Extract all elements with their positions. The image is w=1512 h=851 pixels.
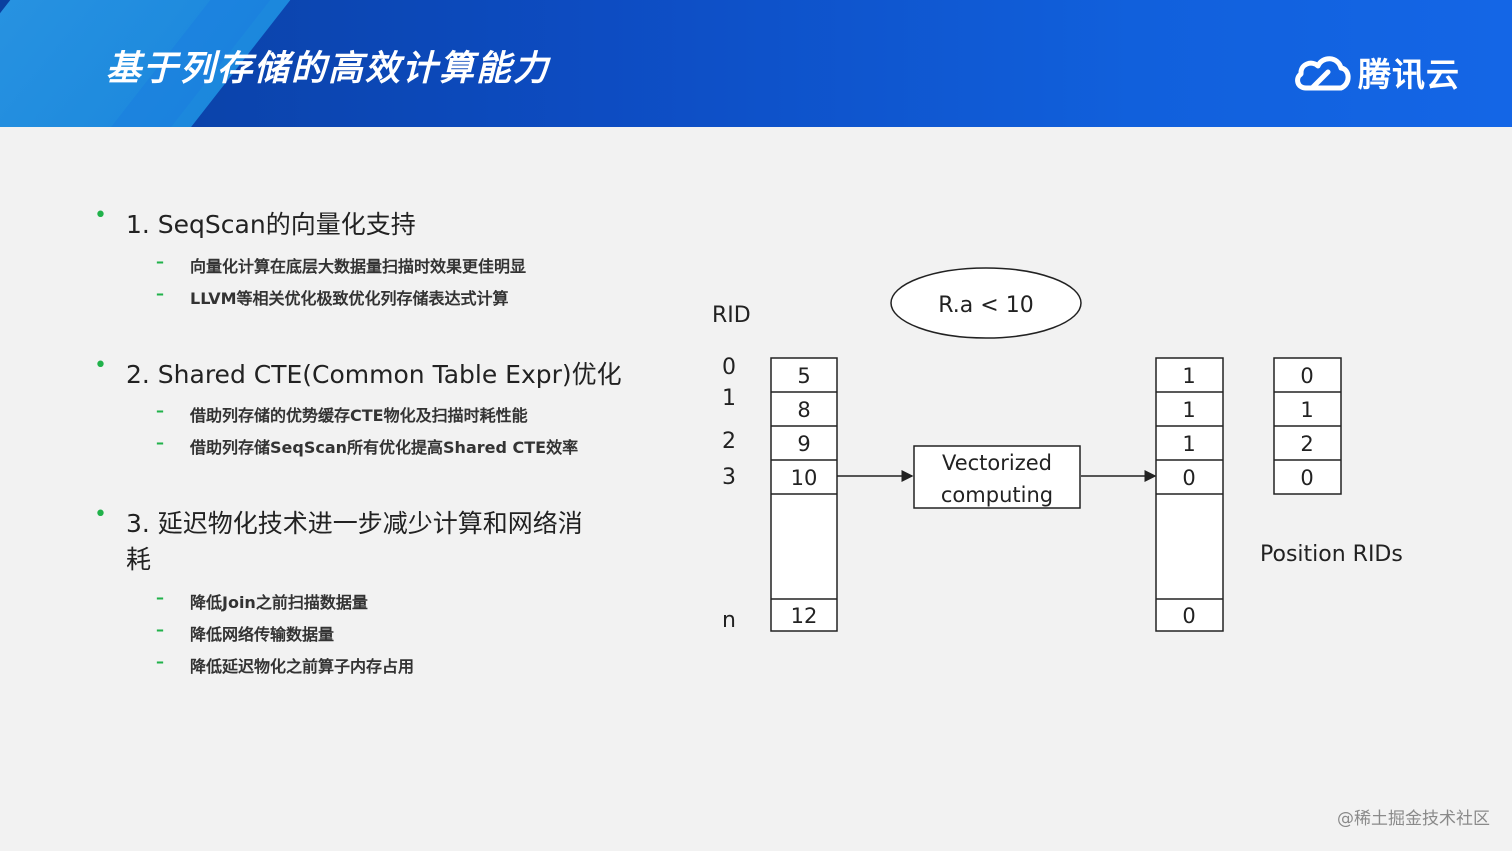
bullet-1: 1. SeqScan的向量化支持: [94, 203, 416, 241]
result-column: 1 1 1 0 0: [1155, 357, 1224, 632]
bullet-1-sub-2: LLVM等相关优化极致优化列存储表达式计算: [156, 284, 508, 309]
result-cell: 0: [1182, 604, 1195, 628]
position-cell: 2: [1300, 432, 1313, 456]
bullet-1-sub-1: 向量化计算在底层大数据量扫描时效果更佳明显: [156, 252, 526, 277]
result-cell: 1: [1182, 432, 1195, 456]
value-cell: 8: [797, 398, 810, 422]
vectorized-computing-box: [913, 445, 1081, 509]
process-label-line2: computing: [941, 483, 1053, 507]
bullet-2: 2. Shared CTE(Common Table Expr)优化: [94, 353, 622, 391]
predicate-text: R.a < 10: [938, 293, 1033, 318]
rid-label: RID: [712, 303, 751, 328]
position-cell: 0: [1300, 364, 1313, 388]
predicate-ellipse: [890, 267, 1082, 339]
position-rids-column: 0 1 2 0: [1273, 357, 1342, 495]
slide-header: 基于列存储的高效计算能力 腾讯云: [0, 0, 1512, 127]
result-cell: 1: [1182, 398, 1195, 422]
value-cell: 10: [791, 466, 818, 490]
position-rids-label: Position RIDs: [1260, 542, 1403, 567]
bullet-2-sub-1: 借助列存储的优势缓存CTE物化及扫描时耗性能: [156, 401, 528, 426]
rid-index: 3: [722, 465, 736, 490]
rid-index: 1: [722, 386, 736, 411]
slide-title: 基于列存储的高效计算能力: [106, 49, 551, 89]
logo-text: 腾讯云: [1358, 55, 1460, 94]
rid-index: n: [722, 608, 736, 633]
value-column: 5 8 9 10 12: [770, 357, 838, 632]
bullet-3-continuation: 耗: [126, 545, 152, 574]
bullet-3: 3. 延迟物化技术进一步减少计算和网络消: [94, 502, 583, 540]
rid-index: 2: [722, 429, 736, 454]
process-label-line1: Vectorized: [942, 451, 1052, 475]
bullet-2-sub-2: 借助列存储SeqScan所有优化提高Shared CTE效率: [156, 433, 578, 458]
bullet-3-sub-3: 降低延迟物化之前算子内存占用: [156, 652, 414, 677]
result-cell: 1: [1182, 364, 1195, 388]
bullet-3-sub-2: 降低网络传输数据量: [156, 620, 334, 645]
watermark: @稀土掘金技术社区: [1337, 809, 1490, 829]
tencent-cloud-logo: 腾讯云: [1292, 48, 1460, 96]
result-cell: 0: [1182, 466, 1195, 490]
value-cell: 12: [791, 604, 818, 628]
position-cell: 1: [1300, 398, 1313, 422]
rid-index-column: 0 1 2 3 n: [722, 355, 736, 633]
cloud-icon: [1295, 56, 1351, 91]
rid-index: 0: [722, 355, 736, 380]
value-cell: 9: [797, 432, 810, 456]
position-cell: 0: [1300, 466, 1313, 490]
bullet-3-sub-1: 降低Join之前扫描数据量: [156, 588, 368, 613]
value-cell: 5: [797, 364, 810, 388]
